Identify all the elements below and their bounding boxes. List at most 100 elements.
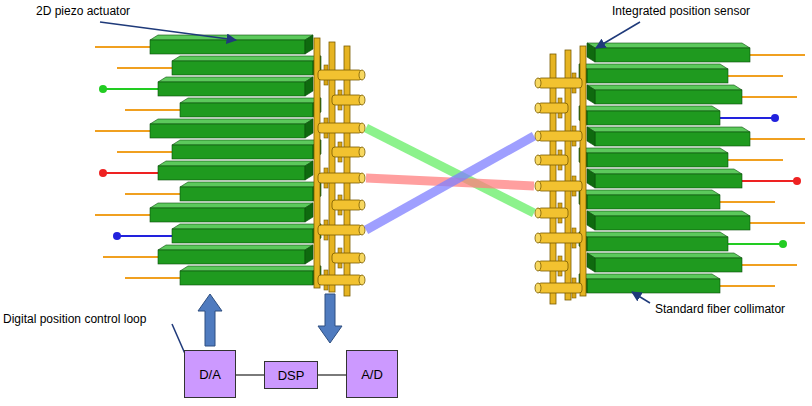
collimator-lens bbox=[535, 283, 541, 293]
piezo-bar-top bbox=[587, 127, 750, 132]
block-arrow-down bbox=[318, 294, 342, 343]
piezo-bar-side bbox=[587, 43, 595, 62]
box-label: D/A bbox=[199, 367, 221, 382]
signal-wire bbox=[236, 374, 264, 375]
fiber-collimator bbox=[332, 95, 362, 105]
piezo-bar bbox=[172, 145, 313, 159]
leader-lines bbox=[100, 22, 650, 356]
piezo-bar-top bbox=[158, 161, 313, 166]
optical-fiber bbox=[125, 277, 180, 279]
leader-line bbox=[596, 22, 640, 48]
piezo-bar bbox=[595, 174, 742, 188]
callout-label: 2D piezo actuator bbox=[36, 4, 130, 18]
fiber-collimator bbox=[318, 70, 362, 80]
piezo-bar-top bbox=[579, 274, 720, 279]
fiber-collimator bbox=[318, 275, 362, 285]
fiber-collimator bbox=[538, 233, 582, 243]
process-box: D/A bbox=[184, 350, 236, 398]
optical-fiber bbox=[742, 96, 797, 98]
piezo-bar-side bbox=[305, 35, 313, 54]
light-beam bbox=[366, 128, 534, 213]
piezo-bar bbox=[158, 250, 305, 264]
callout-label: Integrated position sensor bbox=[612, 4, 750, 18]
collimator-lens bbox=[535, 181, 541, 191]
optical-fiber bbox=[750, 138, 805, 140]
optical-fiber bbox=[103, 88, 158, 90]
fiber-collimator bbox=[538, 78, 582, 88]
collimator-lens bbox=[535, 78, 541, 88]
piezo-bar-top bbox=[587, 253, 742, 258]
fiber-collimator bbox=[332, 200, 362, 210]
piezo-bar bbox=[587, 195, 720, 209]
piezo-bar-side bbox=[305, 161, 313, 180]
piezo-bar-side bbox=[587, 85, 595, 104]
optical-fiber bbox=[728, 75, 783, 77]
piezo-bar-side bbox=[587, 127, 595, 146]
piezo-bar-side bbox=[587, 211, 595, 230]
piezo-bar-top bbox=[579, 64, 728, 69]
piezo-bar bbox=[172, 61, 313, 75]
fiber-collimator bbox=[332, 253, 362, 263]
collimator-lens bbox=[359, 275, 365, 285]
piezo-bar bbox=[595, 132, 750, 146]
fiber-collimator bbox=[538, 181, 582, 191]
piezo-bar-side bbox=[587, 169, 595, 188]
piezo-bar bbox=[150, 208, 305, 222]
piezo-bar-top bbox=[180, 266, 321, 271]
optical-fiber bbox=[125, 193, 180, 195]
piezo-bar-top bbox=[158, 245, 313, 250]
leader-line bbox=[632, 292, 650, 303]
piezo-bar-side bbox=[305, 203, 313, 222]
optical-fiber bbox=[728, 243, 783, 245]
piezo-bar bbox=[150, 124, 305, 138]
piezo-bar bbox=[158, 166, 305, 180]
piezo-bar bbox=[595, 216, 750, 230]
callout-label: Standard fiber collimator bbox=[655, 302, 785, 316]
fiber-end bbox=[771, 114, 779, 122]
piezo-bar bbox=[595, 48, 750, 62]
light-beam bbox=[366, 136, 534, 230]
left-assembly bbox=[95, 35, 365, 296]
piezo-bar bbox=[587, 69, 728, 83]
piezo-bar-top bbox=[172, 224, 321, 229]
optical-fiber bbox=[720, 285, 775, 287]
piezo-bar-top bbox=[579, 232, 728, 237]
collimator-lens bbox=[535, 155, 541, 165]
piezo-bar bbox=[587, 153, 728, 167]
collimator-lens bbox=[359, 123, 365, 133]
piezo-bar bbox=[158, 82, 305, 96]
optical-fiber bbox=[750, 222, 805, 224]
optical-fiber bbox=[95, 130, 150, 132]
piezo-bar-side bbox=[305, 245, 313, 264]
piezo-bar-top bbox=[172, 140, 321, 145]
piezo-bar-side bbox=[587, 253, 595, 272]
piezo-bar bbox=[150, 40, 305, 54]
optical-fiber bbox=[720, 201, 775, 203]
fiber-collimator bbox=[318, 123, 362, 133]
fiber-end bbox=[99, 169, 107, 177]
piezo-bar bbox=[180, 271, 313, 285]
piezo-bar-top bbox=[587, 85, 742, 90]
fiber-collimator bbox=[332, 147, 362, 157]
fiber-collimator bbox=[538, 155, 568, 165]
piezo-bar-top bbox=[587, 169, 742, 174]
optical-fiber bbox=[125, 109, 180, 111]
fiber-end bbox=[99, 85, 107, 93]
process-box: A/D bbox=[346, 350, 398, 398]
optical-fiber bbox=[95, 214, 150, 216]
fiber-end bbox=[779, 240, 787, 248]
optical-fiber bbox=[742, 180, 797, 182]
piezo-bar-top bbox=[150, 119, 313, 124]
collimator-lens bbox=[359, 70, 365, 80]
optical-fiber bbox=[750, 54, 805, 56]
collimator-lens bbox=[535, 261, 541, 271]
collimator-lens bbox=[359, 200, 365, 210]
process-box: DSP bbox=[264, 361, 318, 389]
fiber-collimator bbox=[538, 131, 582, 141]
piezo-bar-top bbox=[587, 43, 750, 48]
collimator-lens bbox=[359, 147, 365, 157]
piezo-bar bbox=[172, 229, 313, 243]
signal-arrows bbox=[198, 294, 342, 346]
